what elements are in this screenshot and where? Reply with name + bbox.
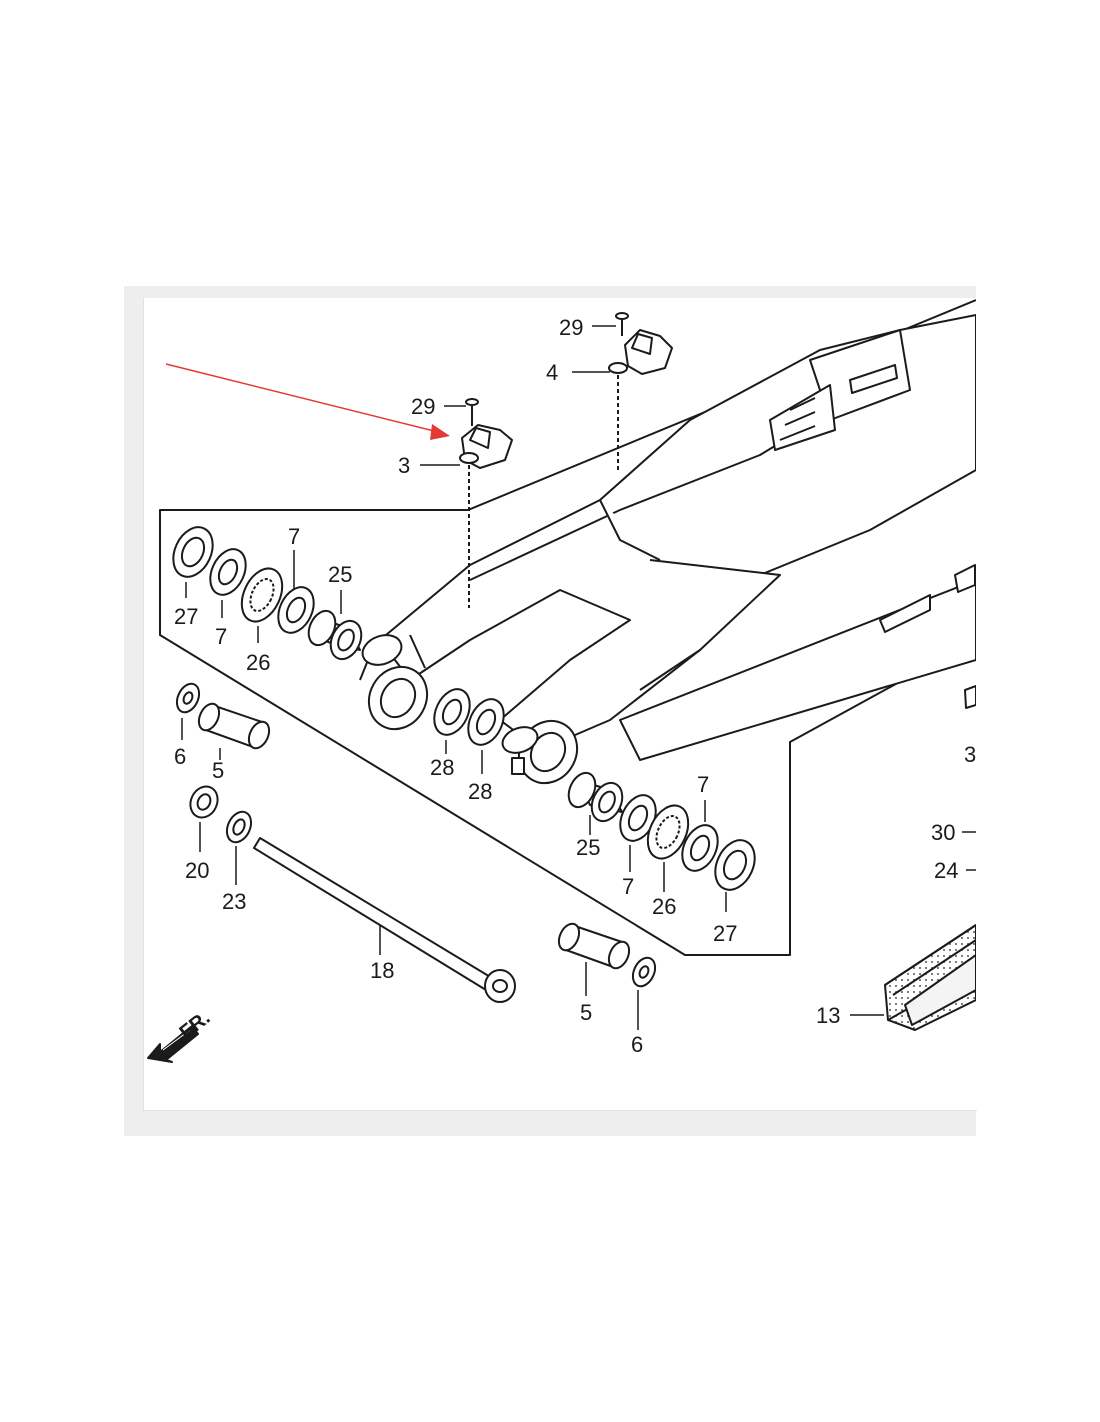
left-pivot-tube (359, 634, 429, 731)
part-20-nut (189, 785, 219, 819)
callout-6-right: 6 (631, 1032, 643, 1057)
callout-5-left: 5 (212, 758, 224, 783)
part-27-seal-left (172, 526, 214, 578)
callout-29-a: 29 (411, 394, 435, 419)
callout-27-left: 27 (174, 604, 198, 629)
part-5-sleeve-b (557, 922, 631, 970)
callout-23: 23 (222, 889, 246, 914)
callout-3: 3 (398, 453, 410, 478)
leader-lines (181, 325, 976, 1030)
part-6-washer-b (631, 956, 657, 988)
callout-30: 30 (931, 820, 955, 845)
callout-4: 4 (546, 360, 558, 385)
callout-24: 24 (934, 858, 958, 883)
part-27-seal-right (714, 839, 756, 891)
part-6-washer-a (175, 682, 201, 714)
part-7-washer-left-b (277, 586, 315, 634)
callout-28-b: 28 (468, 779, 492, 804)
part-23-washer (225, 810, 253, 844)
right-pivot-tube (501, 719, 579, 785)
callout-7-right-a: 7 (622, 874, 634, 899)
part-28-bearing-b (467, 698, 505, 746)
callout-20: 20 (185, 858, 209, 883)
callout-29-b: 29 (559, 315, 583, 340)
part-4-bracket (608, 329, 673, 375)
callout-25-left: 25 (328, 562, 352, 587)
callout-13: 13 (816, 1003, 840, 1028)
callout-26-right: 26 (652, 894, 676, 919)
callout-18: 18 (370, 958, 394, 983)
callout-3-cut: 3 (964, 742, 976, 767)
part-7-washer-right-b (681, 824, 719, 872)
part-25-collar-right (567, 771, 624, 823)
part-29-bolt-a (465, 398, 479, 426)
callout-27-right: 27 (713, 921, 737, 946)
part-26-bearing-right (646, 804, 690, 860)
callout-7-right-b: 7 (697, 772, 709, 797)
callout-28-a: 28 (430, 755, 454, 780)
part-5-sleeve-a (197, 702, 271, 750)
part-13-chain-slider (884, 924, 976, 1031)
callout-7-left-b: 7 (288, 524, 300, 549)
part-3-bracket (459, 424, 513, 469)
front-direction-arrow-icon (147, 1025, 199, 1063)
callout-5-right: 5 (580, 1000, 592, 1025)
part-25-collar-left (307, 609, 363, 661)
part-7-washer-left-a (209, 548, 247, 596)
swingarm-body (379, 314, 976, 761)
callout-26-left: 26 (246, 650, 270, 675)
callout-6-left: 6 (174, 744, 186, 769)
part-18-pivot-bolt (253, 837, 516, 1003)
part-7-washer-right-a (619, 794, 657, 842)
callout-7-left-a: 7 (215, 624, 227, 649)
part-26-bearing-left (240, 567, 284, 623)
highlight-arrow (165, 363, 450, 440)
part-28-bearing-a (433, 688, 471, 736)
part-29-bolt-b (615, 312, 629, 336)
callout-25-right: 25 (576, 835, 600, 860)
